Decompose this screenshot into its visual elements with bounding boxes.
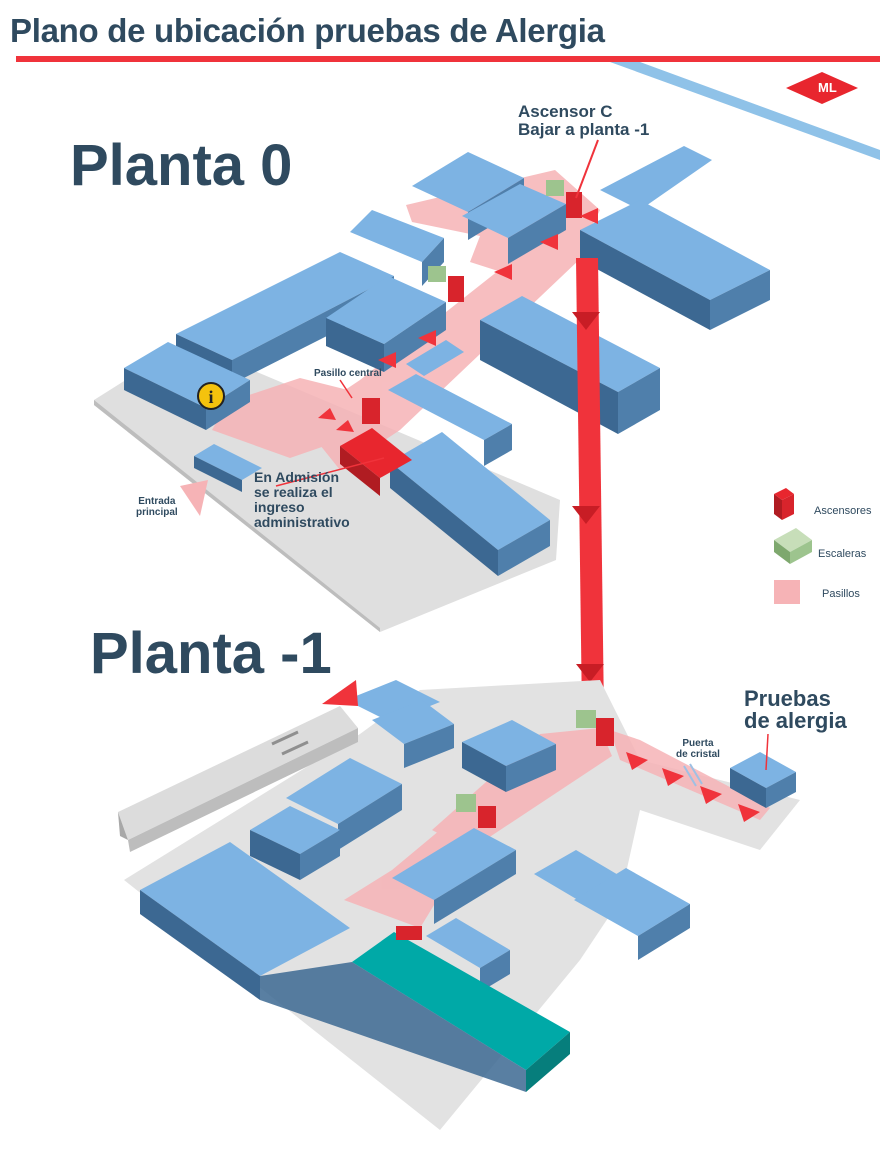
- floor-minus1-plan: [118, 680, 800, 1130]
- header-underline: [16, 56, 880, 62]
- allergy-tests-building: [730, 752, 796, 788]
- elevator-icon: [774, 488, 794, 520]
- legend-corridors-label: Pasillos: [822, 588, 860, 600]
- info-icon: i: [197, 382, 225, 410]
- floor-minus1-elevators: [396, 718, 614, 940]
- teal-building: [352, 932, 570, 1070]
- main-entrance-label: Entrada principal: [136, 496, 178, 518]
- floor-minus1-arrows: [322, 680, 760, 822]
- floor-0-title: Planta 0: [70, 133, 293, 198]
- legend-stairs-label: Escaleras: [818, 548, 867, 560]
- floor-0-buildings: [124, 146, 770, 576]
- admission-label: En Admisión se realiza el ingreso admini…: [254, 469, 350, 530]
- svg-text:i: i: [208, 387, 213, 407]
- direction-arrows-icon: [271, 730, 309, 756]
- floor-minus1-buildings: [140, 680, 796, 1092]
- ml-logo-text: ML: [818, 80, 837, 95]
- floor-0-stairs: [428, 180, 564, 282]
- corridor-icon: [774, 580, 800, 604]
- entrance-marker: [180, 480, 208, 516]
- brand-stripe: [610, 62, 880, 160]
- allergy-leader: [765, 733, 769, 771]
- ramp: [118, 706, 358, 840]
- legend: [774, 488, 812, 604]
- floor-0-elevators: [362, 192, 582, 424]
- legend-elevators-label: Ascensores: [814, 505, 872, 517]
- glass-door-icon: [683, 763, 703, 787]
- allergy-tests-label: Pruebas de alergia: [744, 686, 847, 733]
- page-title: Plano de ubicación pruebas de Alergia: [10, 12, 605, 49]
- stairs-icon: [774, 528, 812, 564]
- floor-minus1-stairs: [456, 710, 596, 812]
- floor-0-plan: i: [94, 139, 770, 632]
- central-corridor-leader: [339, 379, 353, 399]
- central-corridor-label: Pasillo central: [314, 368, 382, 379]
- admission-area: [340, 428, 412, 478]
- elevator-c-leader: [575, 139, 599, 199]
- floor-0-arrows: [318, 208, 598, 432]
- floor-minus1-title: Planta -1: [90, 621, 332, 686]
- route-down: [572, 258, 604, 716]
- glass-door-label: Puerta de cristal: [676, 738, 720, 760]
- elevator-c-label: Ascensor C Bajar a planta -1: [518, 102, 650, 139]
- ml-logo: [786, 72, 858, 104]
- admission-leader: [275, 457, 385, 487]
